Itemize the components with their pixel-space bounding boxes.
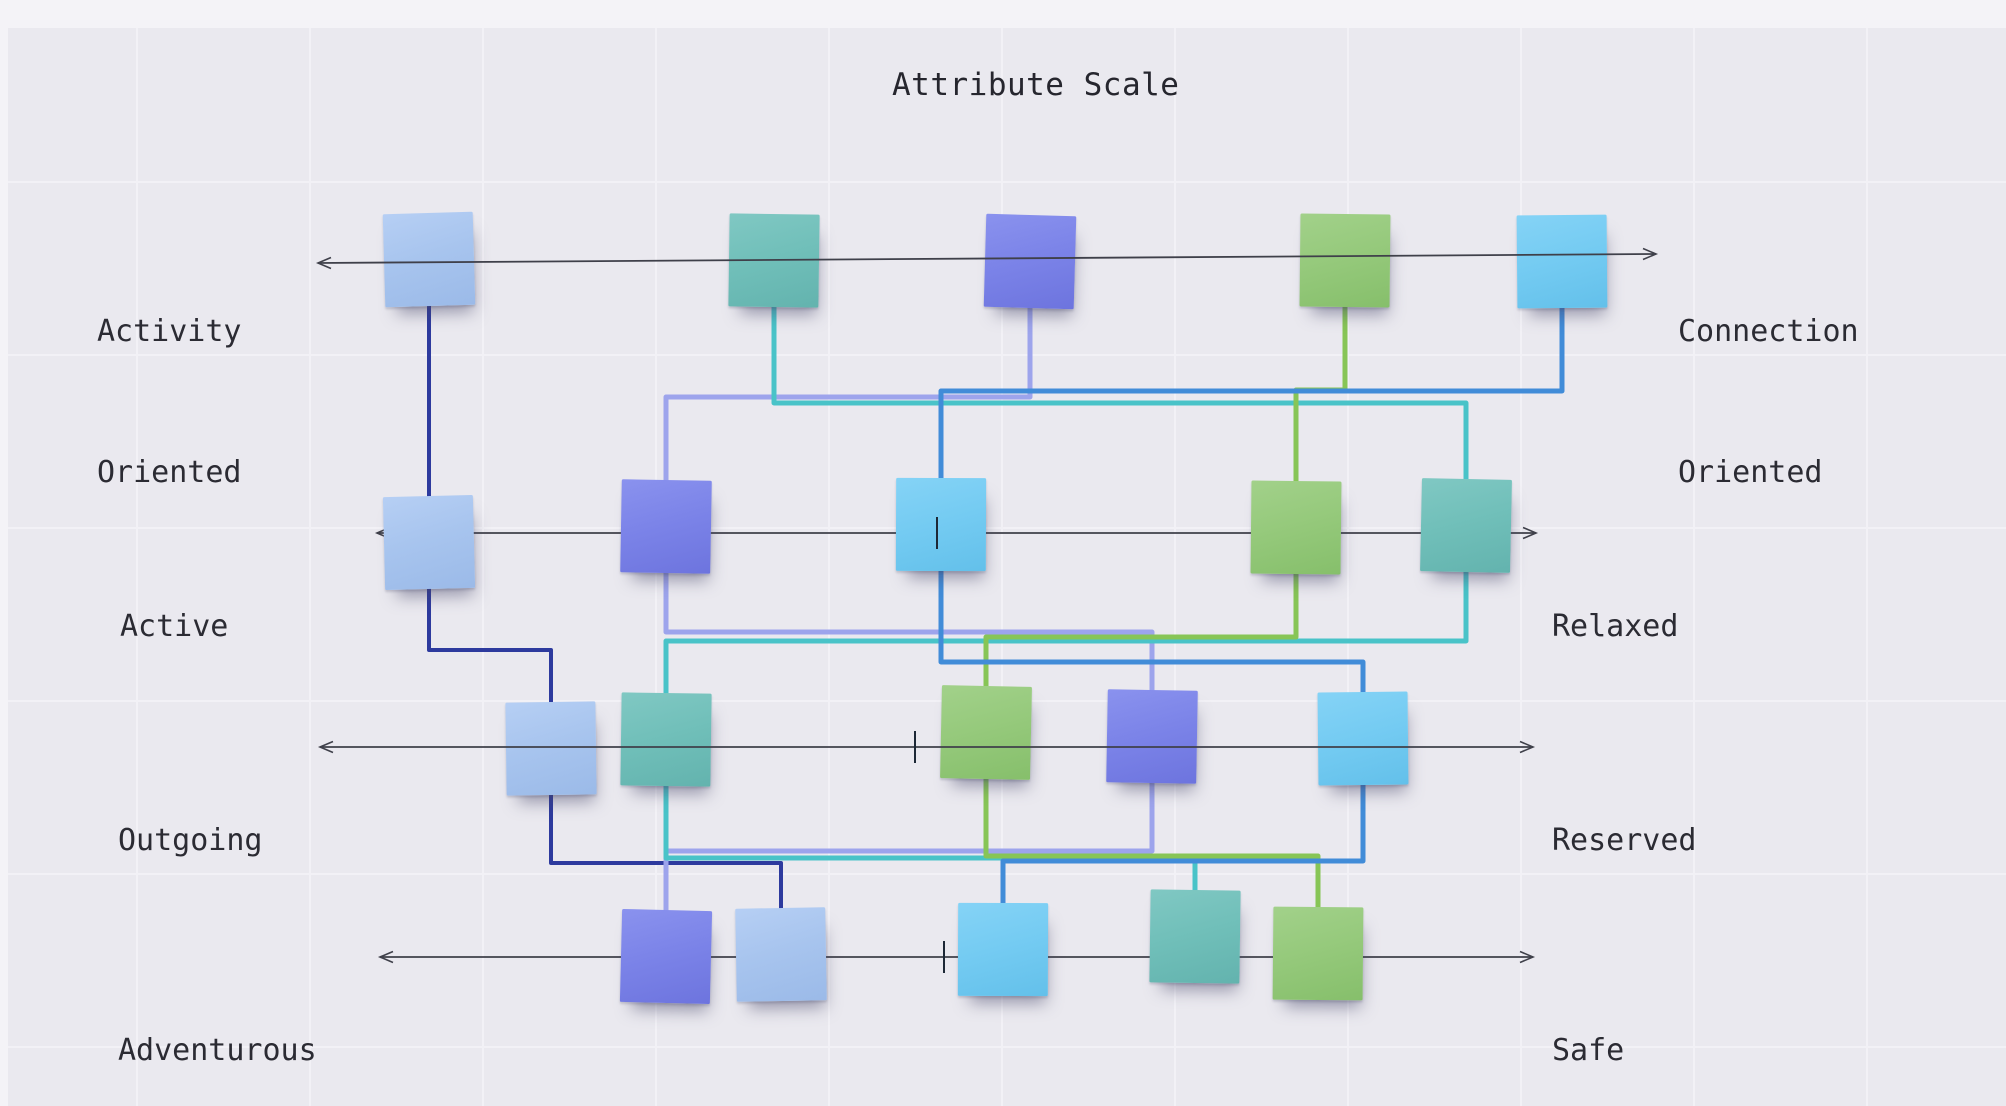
scale-label-line: Active <box>120 609 229 644</box>
axis-arrow-right-active-relaxed <box>1522 526 1539 540</box>
sticky-note-adventurous-safe-light-blue[interactable] <box>735 907 827 1002</box>
sticky-note-activity-connection-teal[interactable] <box>728 213 820 308</box>
scale-label-line: Connection <box>1678 314 1859 349</box>
scale-label-line: Relaxed <box>1552 609 1679 644</box>
scale-label-adventurous[interactable]: Adventurous <box>118 933 317 1106</box>
scale-label-relaxed[interactable]: Relaxed <box>1552 509 1678 744</box>
axis-arrow-left-adventurous-safe <box>377 950 394 964</box>
sticky-note-outgoing-reserved-green[interactable] <box>940 685 1032 780</box>
sticky-note-outgoing-reserved-teal[interactable] <box>620 692 712 787</box>
diagram-title[interactable]: Attribute Scale <box>892 67 1180 103</box>
scale-label-outgoing[interactable]: Outgoing <box>118 723 263 958</box>
whiteboard-canvas[interactable] <box>8 28 2006 1106</box>
connector-purple[interactable] <box>663 295 1155 950</box>
sticky-note-active-relaxed-sky[interactable] <box>895 477 987 572</box>
sticky-note-adventurous-safe-purple[interactable] <box>619 908 713 1005</box>
scale-label-line: Oriented <box>1678 455 1823 490</box>
sticky-note-outgoing-reserved-sky[interactable] <box>1317 691 1409 786</box>
sticky-note-adventurous-safe-green[interactable] <box>1272 906 1364 1001</box>
sticky-note-activity-connection-sky[interactable] <box>1516 214 1608 309</box>
scale-label-reserved[interactable]: Reserved <box>1552 723 1697 958</box>
sticky-note-adventurous-safe-sky[interactable] <box>957 902 1049 997</box>
sticky-note-activity-connection-light-blue[interactable] <box>382 211 476 308</box>
scale-label-line: Safe <box>1552 1033 1625 1068</box>
sticky-note-outgoing-reserved-light-blue[interactable] <box>505 701 597 796</box>
sticky-note-active-relaxed-purple[interactable] <box>620 479 712 574</box>
connector-sky[interactable] <box>938 295 1565 940</box>
sticky-note-active-relaxed-teal[interactable] <box>1420 478 1512 573</box>
scale-label-line: Reserved <box>1552 823 1697 858</box>
sticky-note-active-relaxed-light-blue[interactable] <box>382 494 476 591</box>
sticky-note-active-relaxed-green[interactable] <box>1250 480 1342 575</box>
scale-label-activity-oriented[interactable]: Activity Oriented <box>97 214 242 590</box>
scale-label-line: Activity <box>97 314 242 349</box>
axis-arrow-right-adventurous-safe <box>1519 950 1536 964</box>
sticky-note-adventurous-safe-teal[interactable] <box>1149 889 1241 984</box>
scale-label-active[interactable]: Active <box>120 509 228 744</box>
sticky-note-activity-connection-green[interactable] <box>1299 213 1391 308</box>
scale-label-safe[interactable]: Safe <box>1552 933 1624 1106</box>
sticky-note-activity-connection-purple[interactable] <box>983 213 1077 310</box>
scale-label-line: Oriented <box>97 455 242 490</box>
scale-label-line: Adventurous <box>118 1033 317 1068</box>
scale-label-line: Outgoing <box>118 823 263 858</box>
sticky-note-outgoing-reserved-purple[interactable] <box>1106 689 1198 784</box>
scale-label-connection-oriented[interactable]: Connection Oriented <box>1678 214 1859 590</box>
